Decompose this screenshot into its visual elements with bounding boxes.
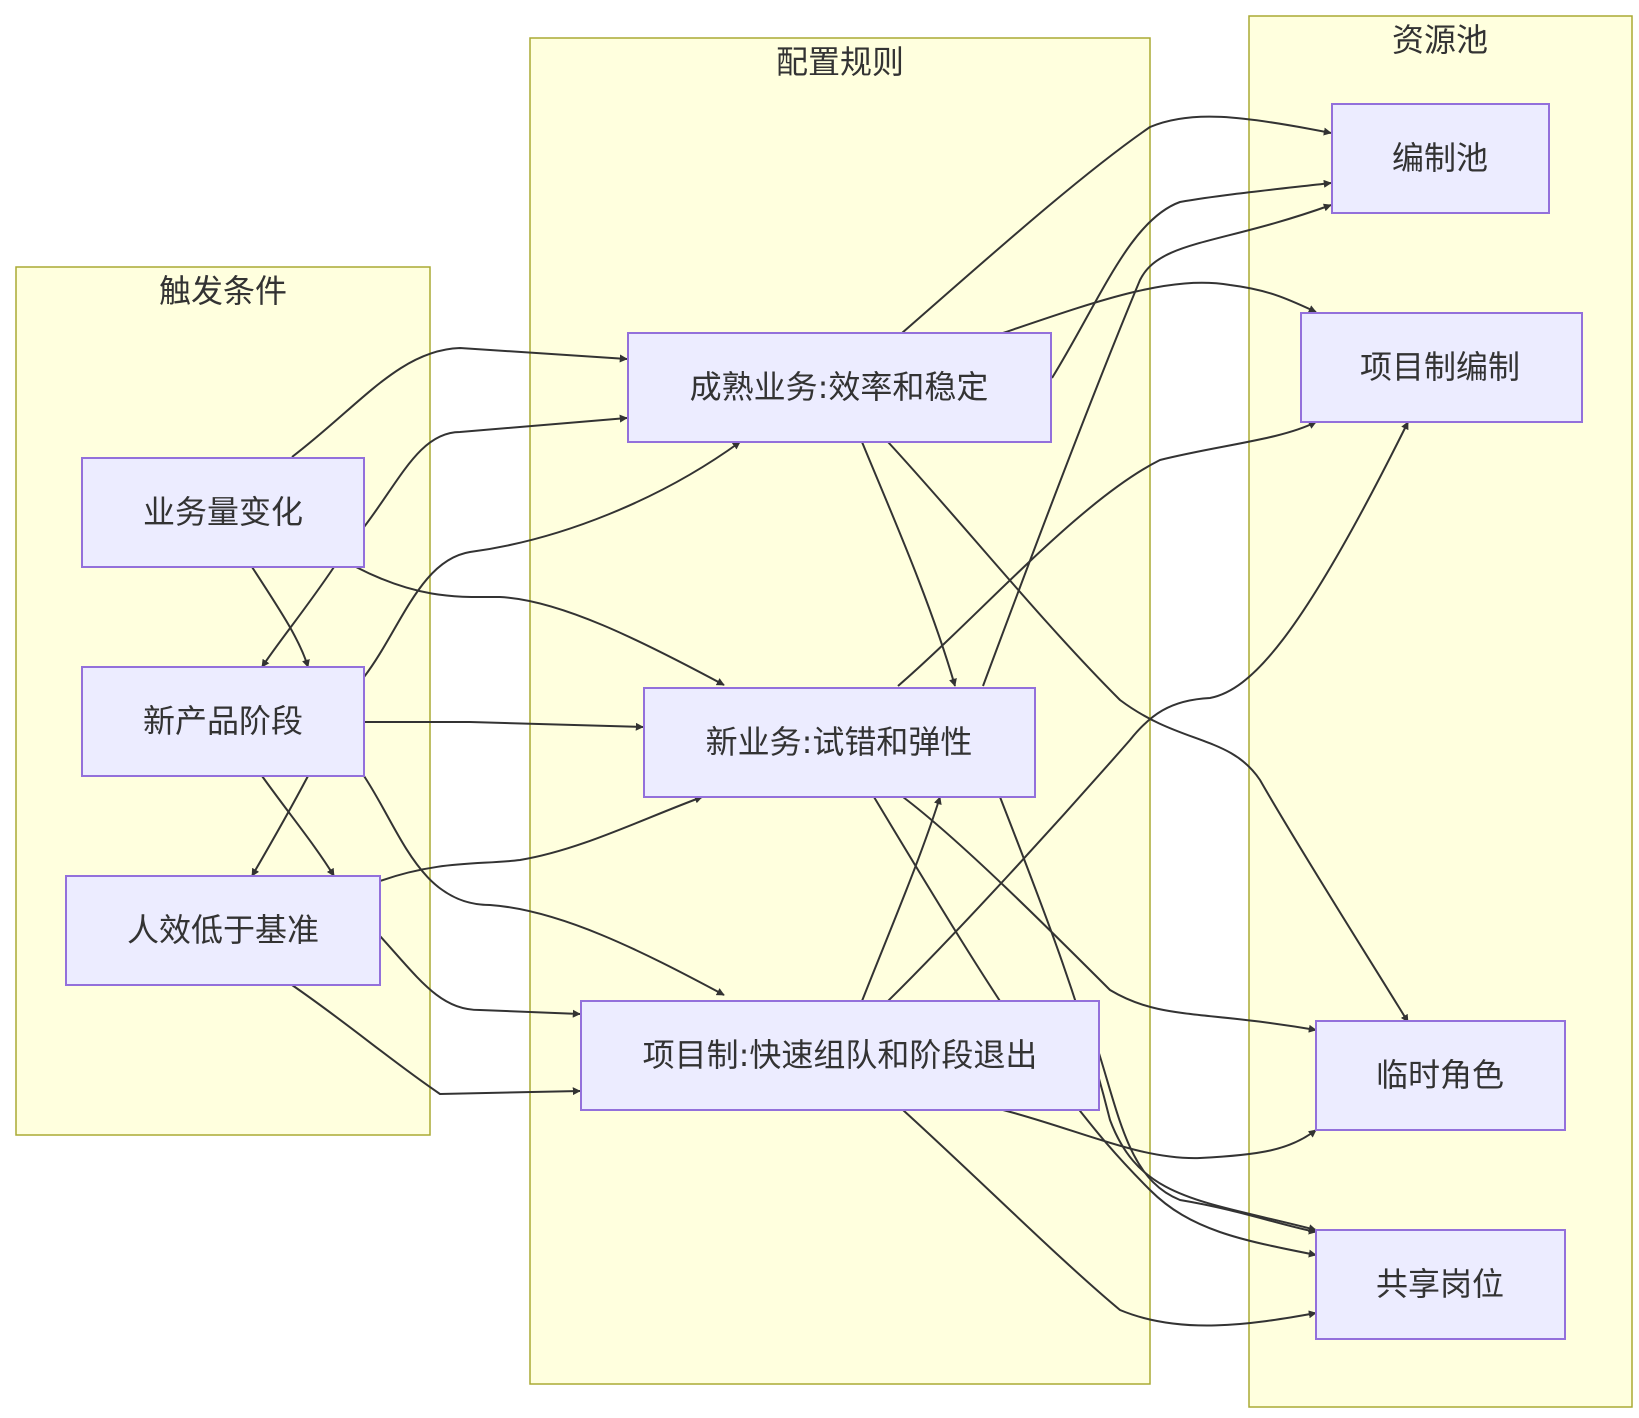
edge-volume-to-newproduct-cross: [261, 566, 335, 668]
node-efficiency-below-benchmark: 人效低于基准: [65, 875, 381, 986]
node-project-based-label: 项目制:快速组队和阶段退出: [643, 1036, 1038, 1074]
edge-efficiency-to-project-b: [291, 984, 581, 1096]
edge-layer: [251, 346, 741, 1096]
edge-newproduct-to-efficiency-cross-a: [261, 775, 335, 877]
node-project-headcount-label: 项目制编制: [1360, 348, 1520, 386]
cluster-rules-title: 配置规则: [776, 43, 904, 81]
edge-volume-to-mature: [291, 346, 628, 458]
node-project-based: 项目制:快速组队和阶段退出: [580, 1000, 1100, 1111]
node-volume-change: 业务量变化: [81, 457, 365, 568]
edge-volume-to-newbiz: [355, 566, 725, 686]
edge-efficiency-to-mature: [363, 441, 741, 678]
node-temporary-role-label: 临时角色: [1376, 1056, 1504, 1094]
node-temporary-role: 临时角色: [1315, 1020, 1566, 1131]
node-new-business: 新业务:试错和弹性: [643, 687, 1036, 798]
edge-mature-to-projheadcount: [1002, 281, 1317, 334]
edge-newbiz-to-headcount: [1051, 179, 1332, 379]
node-volume-change-label: 业务量变化: [143, 493, 303, 531]
cluster-pools: 资源池: [1248, 15, 1633, 1408]
edge-mature-to-temp: [887, 441, 1409, 1023]
node-headcount-pool: 编制池: [1331, 103, 1550, 214]
edge-newproduct-to-mature: [363, 414, 628, 528]
edge-project-to-temp: [1002, 1109, 1317, 1160]
edge-project-to-headcount: [982, 203, 1332, 687]
node-shared-position: 共享岗位: [1315, 1229, 1566, 1340]
edge-project-to-shared: [902, 1109, 1317, 1327]
node-project-headcount: 项目制编制: [1300, 312, 1583, 423]
node-new-product-stage: 新产品阶段: [81, 666, 365, 777]
node-new-product-stage-label: 新产品阶段: [143, 702, 303, 740]
edge-volume-to-project: [251, 566, 310, 668]
edge-mature-to-headcount: [901, 115, 1332, 334]
edge-project-to-newbiz-cross: [861, 796, 942, 1002]
edge-mature-to-shared: [1097, 1049, 1317, 1235]
edge-project-to-projheadcount: [887, 421, 1409, 1002]
edge-layer-right: [861, 115, 1409, 1327]
edge-newproduct-to-newbiz: [364, 721, 644, 731]
edge-efficiency-to-newbiz: [379, 795, 703, 882]
edge-newbiz-to-temp: [902, 796, 1317, 1033]
node-new-business-label: 新业务:试错和弹性: [706, 723, 973, 761]
cluster-pools-title: 资源池: [1392, 21, 1488, 59]
edge-newproduct-to-project: [363, 775, 725, 996]
node-headcount-pool-label: 编制池: [1392, 139, 1488, 177]
edge-mature-to-newbiz-cross: [861, 441, 957, 687]
node-efficiency-below-benchmark-label: 人效低于基准: [127, 911, 319, 949]
node-shared-position-label: 共享岗位: [1376, 1265, 1504, 1303]
edge-efficiency-to-project-a: [379, 935, 581, 1018]
edge-newbiz-to-projheadcount: [897, 421, 1317, 687]
cluster-triggers-title: 触发条件: [159, 272, 287, 310]
node-mature-business: 成熟业务:效率和稳定: [627, 332, 1052, 443]
edge-newbiz-to-shared-a: [999, 796, 1317, 1233]
node-mature-business-label: 成熟业务:效率和稳定: [690, 368, 989, 406]
edge-newproduct-to-efficiency-cross-b: [251, 775, 309, 877]
